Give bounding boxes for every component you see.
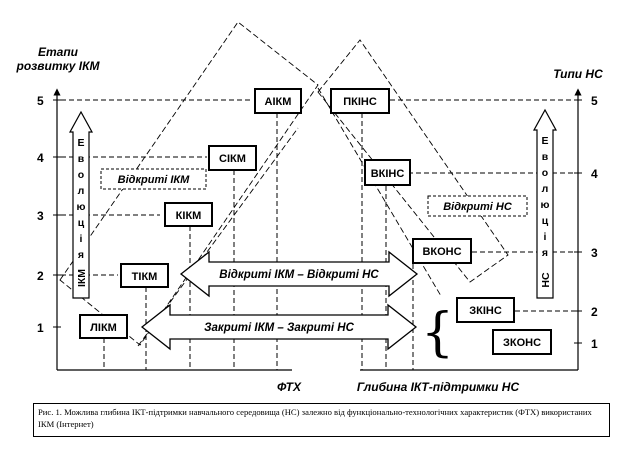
label-open-ns: Відкриті НС [427, 195, 528, 217]
evolution-arrow-ns [532, 108, 558, 299]
axes [53, 88, 582, 371]
ikm-box-kikm: КІКМ [164, 202, 213, 227]
evo-ikm-1: в [78, 153, 85, 165]
brace: { [421, 303, 454, 363]
svg-text:КІКМ: КІКМ [176, 210, 202, 222]
evo-ns-3: л [542, 183, 549, 195]
right-tick-2: 2 [591, 305, 598, 319]
evo-ns-6: і [544, 231, 547, 243]
evo-ikm-6: і [80, 233, 83, 245]
evo-ikm-3: л [78, 185, 85, 197]
ikm-box-likm: ЛІКМ [79, 314, 128, 339]
svg-text:ЗКІНС: ЗКІНС [469, 305, 502, 317]
left-tick-1: 1 [37, 321, 44, 335]
evo-ns-2: о [542, 167, 548, 179]
evo-ikm-7: я [78, 249, 84, 261]
left-tick-5: 5 [37, 94, 44, 108]
figure-caption: Рис. 1. Можлива глибина ІКТ-підтримки на… [33, 403, 610, 437]
svg-text:Відкриті НС: Відкриті НС [443, 201, 513, 213]
right-axis-title: Типи НС [553, 67, 603, 81]
label-open-ikm: Відкриті ІКМ [100, 168, 207, 190]
svg-text:ПКІНС: ПКІНС [343, 96, 377, 108]
right-tick-1: 1 [591, 337, 598, 351]
left-tick-3: 3 [37, 209, 44, 223]
ikm-box-sikm: СІКМ [208, 145, 257, 171]
evolution-arrow-ikm [68, 110, 94, 299]
right-tick-4: 4 [591, 167, 598, 181]
left-tick-2: 2 [37, 269, 44, 283]
svg-text:ЗКОНС: ЗКОНС [503, 337, 541, 349]
right-tick-3: 3 [591, 246, 598, 260]
evo-ns-7: я [542, 247, 548, 259]
x-axis-label-ftx: ФТХ [277, 380, 302, 394]
ns-box-pkins: ПКІНС [330, 88, 390, 114]
svg-text:АІКМ: АІКМ [265, 96, 292, 108]
svg-text:ЛІКМ: ЛІКМ [90, 322, 117, 334]
arrow-closed-both: Закриті ІКМ – Закриті НС [140, 303, 418, 351]
evo-ikm-4: ю [77, 201, 86, 213]
left-axis-title-1: Етапи [38, 45, 79, 59]
evo-ns-1: в [542, 151, 549, 163]
ikm-box-aikm: АІКМ [254, 88, 302, 114]
ns-box-zkins: ЗКІНС [456, 297, 515, 323]
svg-text:Відкриті ІКМ: Відкриті ІКМ [118, 174, 191, 186]
evo-ns-8: НС [540, 272, 552, 288]
svg-text:ТІКМ: ТІКМ [132, 271, 158, 283]
arrow-open-both: Відкриті ІКМ – Відкриті НС [179, 250, 419, 298]
x-axis-label-depth: Глибина ІКТ-підтримки НС [357, 380, 520, 394]
right-tick-5: 5 [591, 94, 598, 108]
ikm-box-tikm: ТІКМ [120, 263, 169, 288]
svg-text:Відкриті ІКМ – Відкриті НС: Відкриті ІКМ – Відкриті НС [219, 269, 379, 281]
evo-ikm-2: о [78, 169, 84, 181]
svg-text:СІКМ: СІКМ [219, 153, 246, 165]
evo-ikm-5: ц [78, 217, 85, 229]
left-axis-title-2: розвитку ІКМ [16, 59, 101, 73]
evo-ns-5: ц [542, 215, 549, 227]
svg-text:ВКОНС: ВКОНС [422, 246, 461, 258]
svg-text:ВКІНС: ВКІНС [371, 168, 405, 180]
svg-text:Закриті ІКМ – Закриті НС: Закриті ІКМ – Закриті НС [204, 322, 354, 334]
ns-box-vkins: ВКІНС [364, 159, 411, 186]
left-tick-4: 4 [37, 151, 44, 165]
evo-ns-4: ю [541, 199, 550, 211]
evo-ikm-0: Е [77, 137, 84, 149]
ns-box-vkons: ВКОНС [412, 238, 472, 264]
ns-box-zkons: ЗКОНС [492, 329, 552, 355]
evo-ns-0: Е [541, 135, 548, 147]
evo-ikm-8: ІКМ [76, 269, 88, 287]
